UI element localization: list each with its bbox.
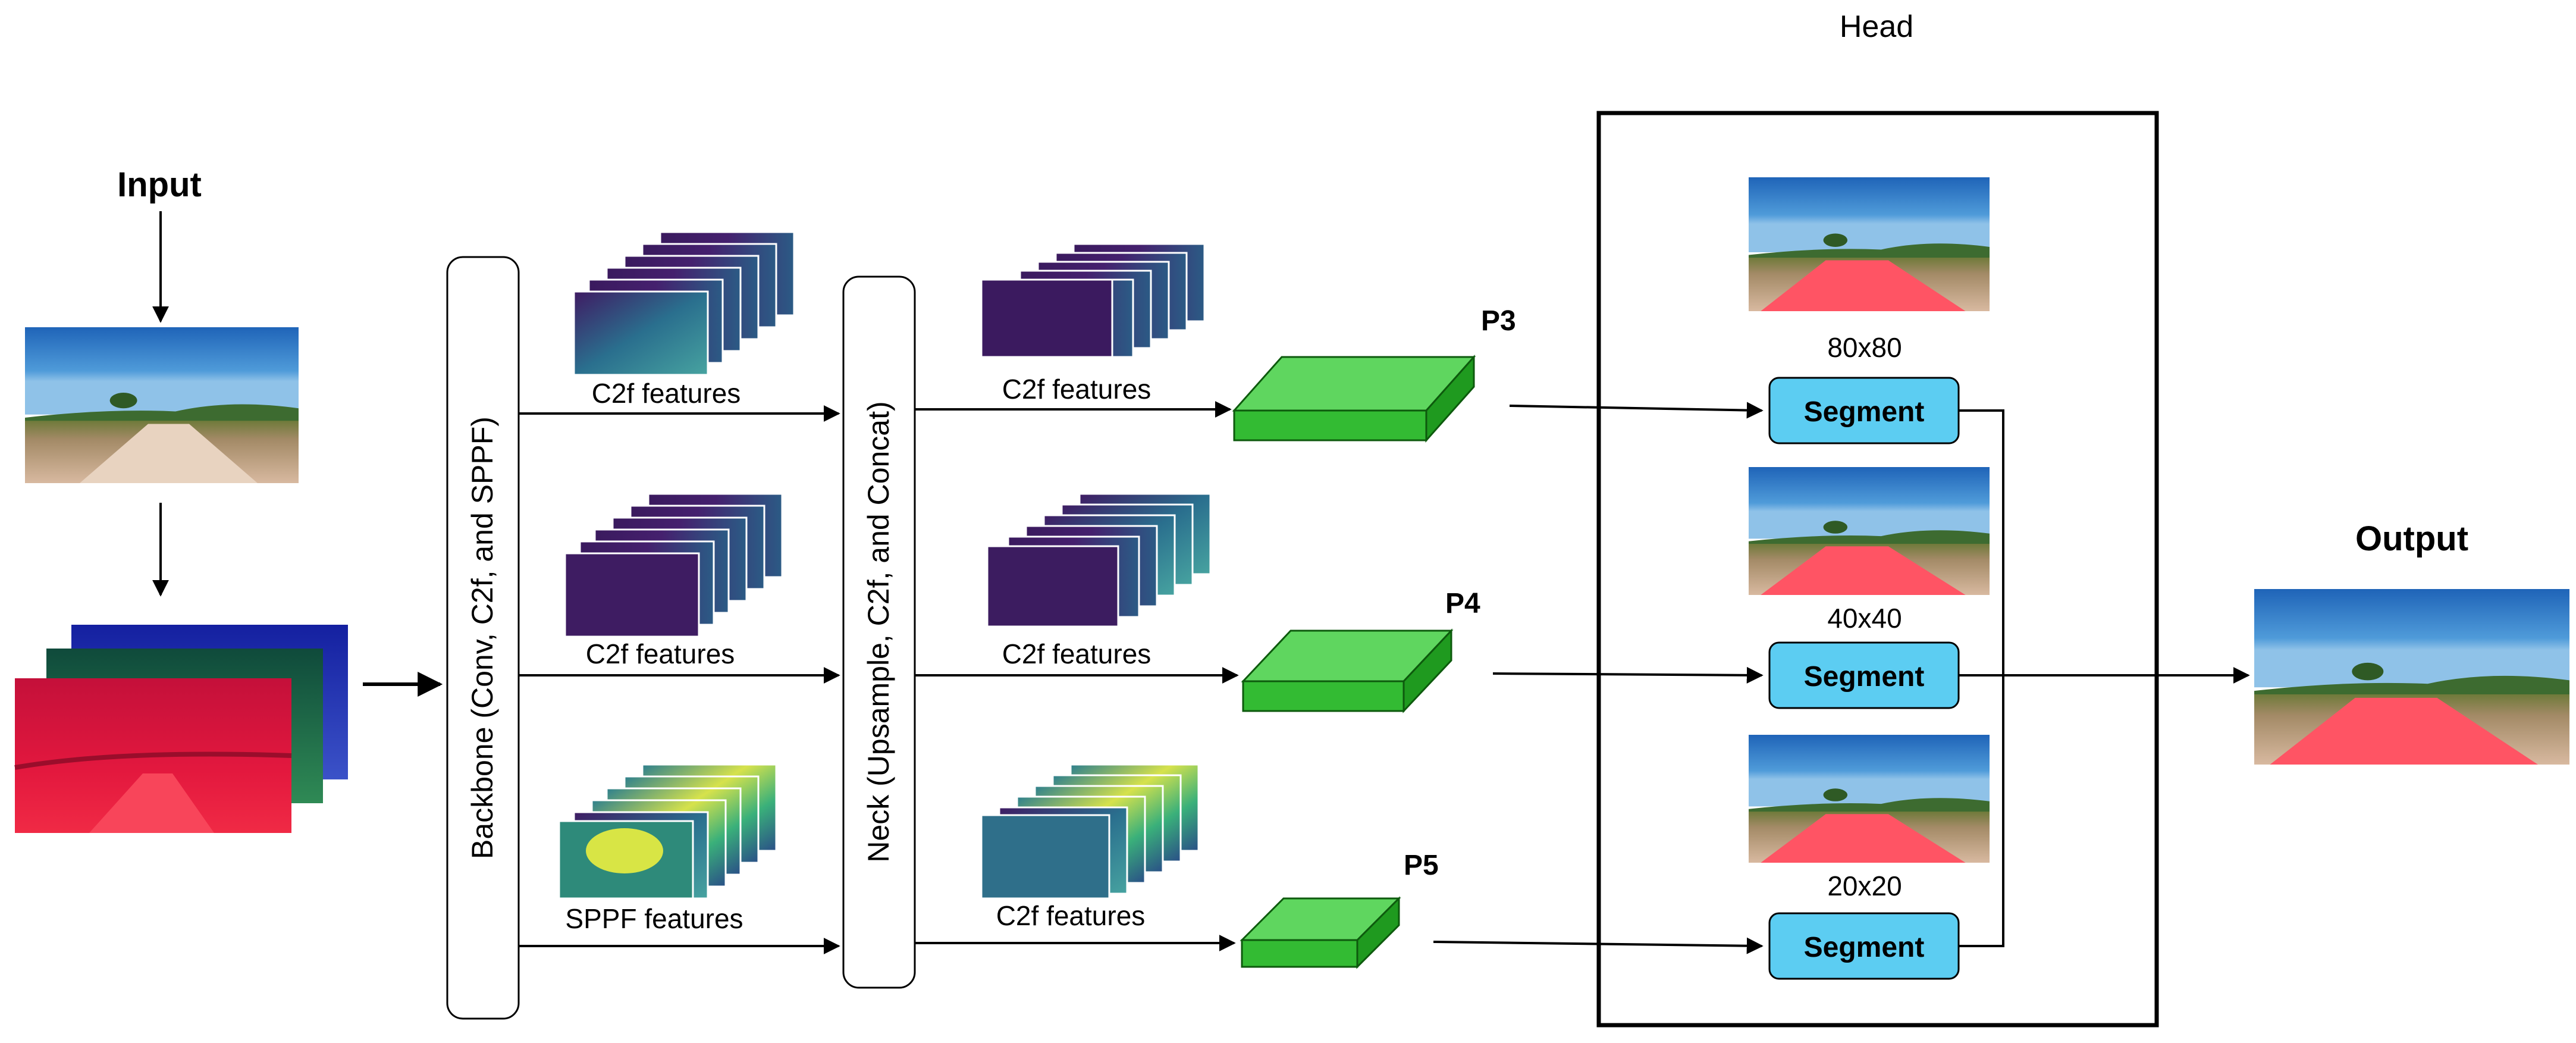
p4-block [1241,628,1454,713]
backbone-feature-label-2: C2f features [586,638,735,669]
head-label: Head [1840,10,1913,44]
backbone-label: Backbone (Conv, C2f, and SPPF) [466,416,499,859]
head-mask-image-1 [1749,177,1990,311]
segment-label-2: Segment [1804,661,1925,693]
backbone-feature-stack-2 [564,493,783,638]
backbone-feature-stack-3 [558,763,777,900]
backbone-feature-label-3: SPPF features [565,903,743,934]
backbone-block [446,256,520,1020]
head-mask-image-3 [1749,735,1990,863]
segment-merge-bracket [1959,409,2004,947]
p5-label: P5 [1404,850,1439,881]
backbone-feature-label-1: C2f features [592,378,741,409]
neck-feature-label-2: C2f features [1002,638,1151,669]
segment-label-1: Segment [1804,396,1925,428]
head-resolution-2: 40x40 [1827,603,1902,634]
backbone-feature-stack-1 [573,231,795,376]
head-resolution-3: 20x20 [1827,870,1902,901]
neck-feature-stack-3 [980,763,1200,900]
neck-label: Neck (Upsample, C2f, and Concat) [862,401,895,862]
segment-label-3: Segment [1804,932,1925,963]
p3-to-segment-arrow [1509,402,1764,419]
output-image [2254,589,2569,765]
p3-block [1232,355,1476,443]
neck-feature-stack-2 [986,493,1212,628]
p4-label: P4 [1445,588,1480,619]
p5-block [1240,896,1401,969]
neck-feature-stack-1 [980,243,1206,358]
input-image [25,327,299,483]
neck-block [842,275,916,989]
rgb-channel-stack [14,625,348,833]
input-label: Input [117,165,202,204]
neck-feature-label-3: C2f features [996,900,1146,931]
p3-label: P3 [1481,305,1516,337]
head-box [1596,111,2159,1028]
neck-feature-label-1: C2f features [1002,374,1151,405]
p4-to-segment-arrow [1492,666,1764,684]
head-resolution-1: 80x80 [1827,332,1902,363]
output-label: Output [2355,519,2468,558]
head-mask-image-2 [1749,467,1990,595]
